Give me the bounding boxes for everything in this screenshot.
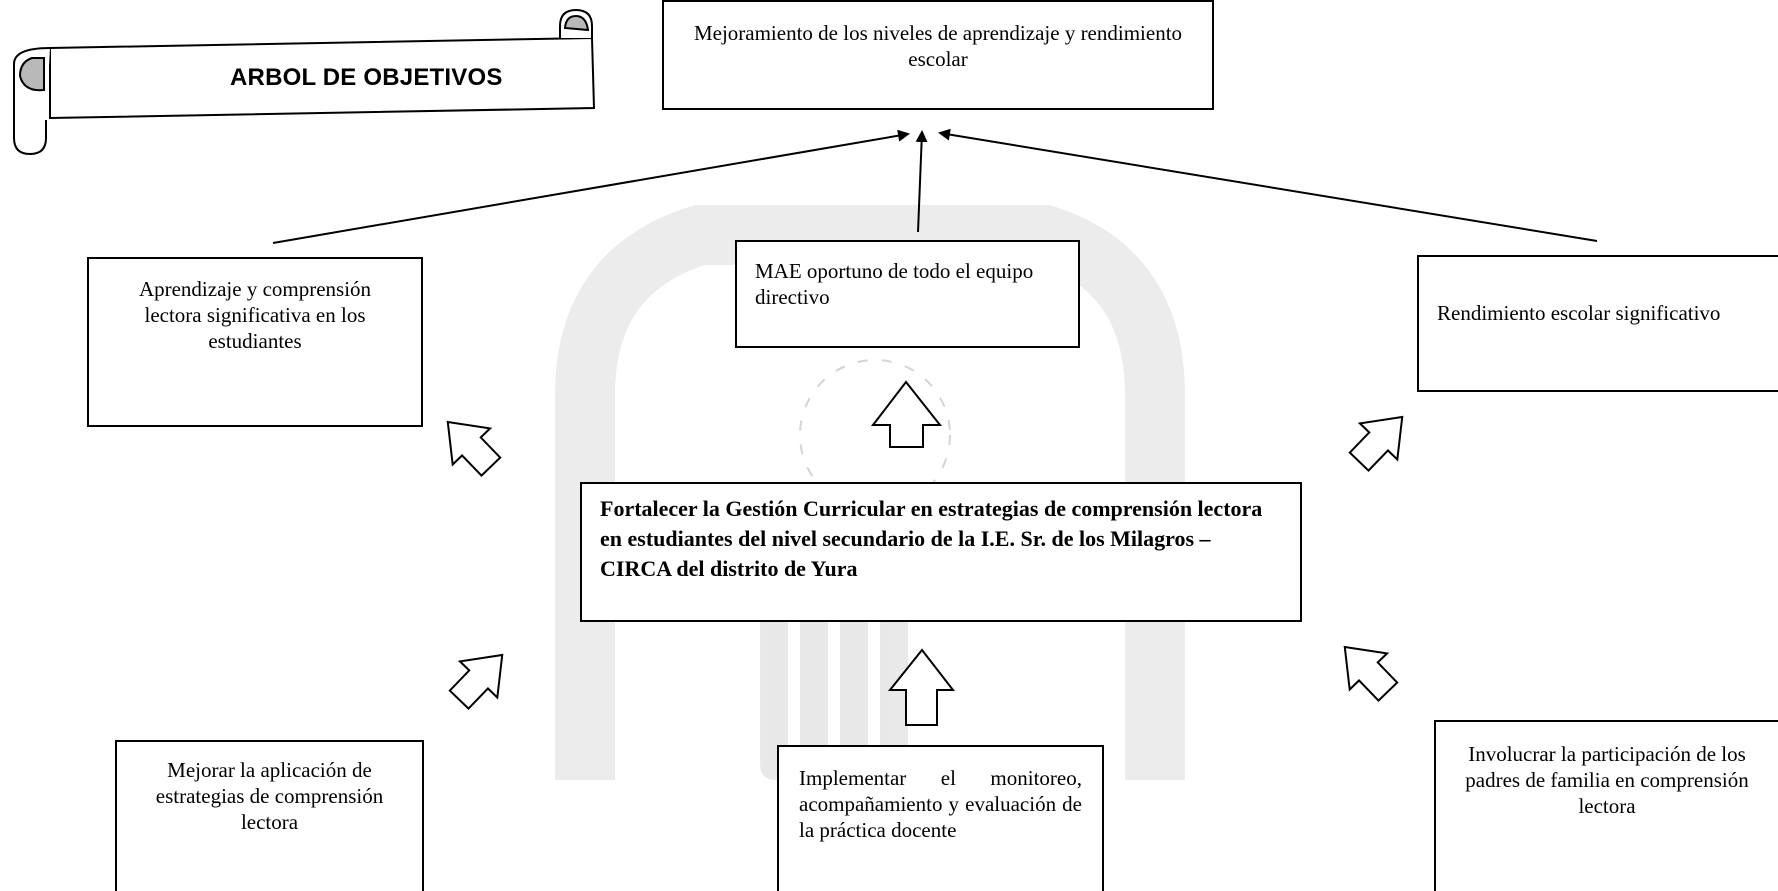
effect-left-text: Aprendizaje y comprensión lectora signif… — [138, 277, 372, 353]
effect-right-text: Rendimiento escolar significativo — [1437, 301, 1721, 325]
means-box-left: Mejorar la aplicación de estrategias de … — [115, 740, 424, 891]
block-arrow-upper-left — [446, 420, 502, 478]
block-arrow-bottom-up — [887, 648, 956, 726]
means-right-text: Involucrar la participación de los padre… — [1465, 742, 1749, 818]
effect-middle-text: MAE oportuno de todo el equipo directivo — [755, 259, 1034, 309]
block-arrow-middle-up — [870, 380, 943, 448]
central-objective-box: Fortalecer la Gestión Curricular en estr… — [580, 482, 1302, 622]
top-goal-box: Mejoramiento de los niveles de aprendiza… — [662, 0, 1214, 110]
means-middle-text: Implementar el monitoreo, acompañamiento… — [799, 766, 1082, 842]
effect-box-middle: MAE oportuno de todo el equipo directivo — [735, 240, 1080, 348]
central-objective-text: Fortalecer la Gestión Curricular en estr… — [600, 496, 1263, 581]
means-box-right: Involucrar la participación de los padre… — [1434, 720, 1778, 891]
right-effect-connector — [938, 128, 1598, 242]
effect-box-right: Rendimiento escolar significativo — [1417, 255, 1778, 392]
left-effect-connector — [272, 129, 910, 244]
block-arrow-lower-right — [1343, 645, 1399, 703]
top-goal-text: Mejoramiento de los niveles de aprendiza… — [693, 21, 1183, 71]
middle-effect-connector — [915, 130, 928, 233]
block-arrow-upper-right — [1348, 415, 1404, 473]
means-box-middle: Implementar el monitoreo, acompañamiento… — [777, 745, 1104, 891]
means-left-text: Mejorar la aplicación de estrategias de … — [155, 758, 384, 834]
scroll-banner — [13, 8, 596, 156]
block-arrow-lower-left — [448, 653, 504, 711]
effect-box-left: Aprendizaje y comprensión lectora signif… — [87, 257, 423, 427]
diagram-title: ARBOL DE OBJETIVOS — [230, 64, 503, 91]
